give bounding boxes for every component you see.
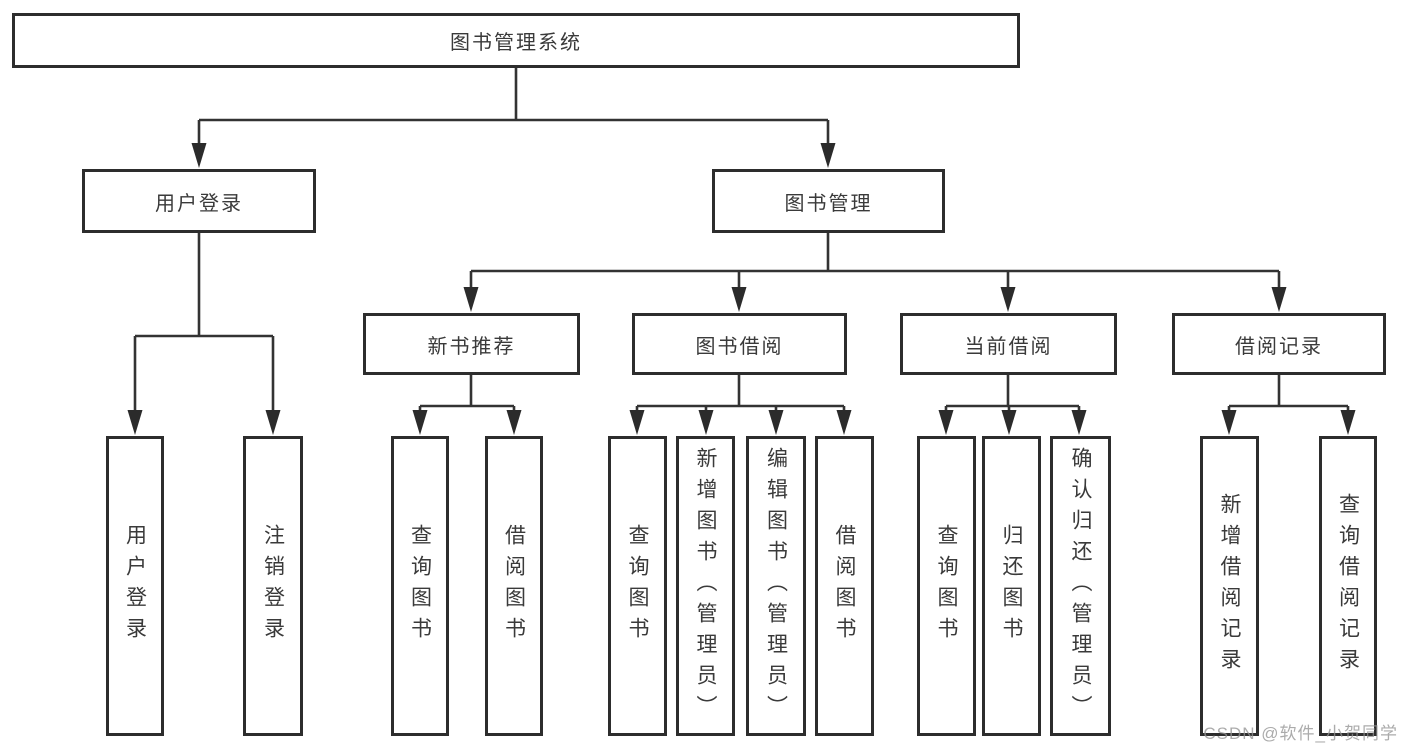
node-book-management-label: 图书管理 — [784, 192, 873, 215]
arrowhead-down-icon — [731, 287, 747, 312]
arrowhead-down-icon — [463, 287, 479, 312]
leaf-logout: 注销登录 — [243, 436, 303, 736]
node-current-borrowing-label: 当前借阅 — [964, 335, 1053, 358]
leaf-confirm-return-admin: 确认归还（管理员） — [1050, 436, 1111, 736]
arrowhead-down-icon — [1071, 410, 1087, 435]
node-new-book-recommendation: 新书推荐 — [363, 313, 580, 375]
arrowhead-down-icon — [836, 410, 852, 435]
leaf-query-book-current-label: 查询图书 — [935, 524, 958, 648]
leaf-query-book-recommend-label: 查询图书 — [408, 524, 432, 648]
node-user-login: 用户登录 — [82, 169, 316, 233]
leaf-user-login: 用户登录 — [106, 436, 164, 736]
arrowhead-down-icon — [191, 143, 207, 168]
node-book-borrowing: 图书借阅 — [632, 313, 847, 375]
arrowhead-down-icon — [938, 410, 954, 435]
arrowhead-down-icon — [412, 410, 428, 435]
leaf-borrow-book-borrowing-label: 借阅图书 — [833, 524, 856, 648]
node-book-management: 图书管理 — [712, 169, 945, 233]
arrowhead-down-icon — [506, 410, 522, 435]
leaf-borrow-book-recommend-label: 借阅图书 — [502, 524, 526, 648]
leaf-query-book-borrowing: 查询图书 — [608, 436, 667, 736]
arrowhead-down-icon — [820, 143, 836, 168]
node-borrowing-records-label: 借阅记录 — [1235, 335, 1323, 358]
node-root-label: 图书管理系统 — [450, 32, 582, 54]
leaf-borrow-book-borrowing: 借阅图书 — [815, 436, 874, 736]
arrowhead-down-icon — [1271, 287, 1287, 312]
leaf-edit-book-admin-label: 编辑图书（管理员） — [764, 446, 788, 726]
arrowhead-down-icon — [629, 410, 645, 435]
leaf-user-login-label: 用户登录 — [123, 524, 147, 648]
leaf-add-book-admin: 新增图书（管理员） — [676, 436, 735, 736]
leaf-add-borrow-record-label: 新增借阅记录 — [1218, 493, 1241, 679]
leaf-logout-label: 注销登录 — [261, 524, 285, 648]
leaf-add-borrow-record: 新增借阅记录 — [1200, 436, 1259, 736]
node-current-borrowing: 当前借阅 — [900, 313, 1117, 375]
leaf-borrow-book-recommend: 借阅图书 — [485, 436, 543, 736]
arrowhead-down-icon — [1000, 287, 1016, 312]
node-new-book-recommendation-label: 新书推荐 — [427, 335, 516, 358]
leaf-query-book-borrowing-label: 查询图书 — [626, 524, 649, 648]
leaf-confirm-return-admin-label: 确认归还（管理员） — [1069, 446, 1092, 726]
leaf-query-borrow-record: 查询借阅记录 — [1319, 436, 1377, 736]
arrowhead-down-icon — [698, 410, 714, 435]
leaf-return-book-label: 归还图书 — [1000, 524, 1023, 648]
node-book-borrowing-label: 图书借阅 — [695, 335, 784, 358]
csdn-watermark: CSDN @软件_小贺同学 — [1203, 724, 1398, 743]
arrowhead-down-icon — [1001, 410, 1017, 435]
leaf-query-book-current: 查询图书 — [917, 436, 976, 736]
arrowhead-down-icon — [1340, 410, 1356, 435]
leaf-query-borrow-record-label: 查询借阅记录 — [1336, 493, 1360, 679]
arrowhead-down-icon — [127, 410, 143, 435]
node-root: 图书管理系统 — [12, 13, 1020, 68]
leaf-edit-book-admin: 编辑图书（管理员） — [746, 436, 806, 736]
leaf-return-book: 归还图书 — [982, 436, 1041, 736]
node-user-login-label: 用户登录 — [155, 192, 243, 215]
leaf-add-book-admin-label: 新增图书（管理员） — [694, 446, 717, 726]
node-borrowing-records: 借阅记录 — [1172, 313, 1386, 375]
leaf-query-book-recommend: 查询图书 — [391, 436, 449, 736]
arrowhead-down-icon — [265, 410, 281, 435]
arrowhead-down-icon — [1221, 410, 1237, 435]
arrowhead-down-icon — [768, 410, 784, 435]
